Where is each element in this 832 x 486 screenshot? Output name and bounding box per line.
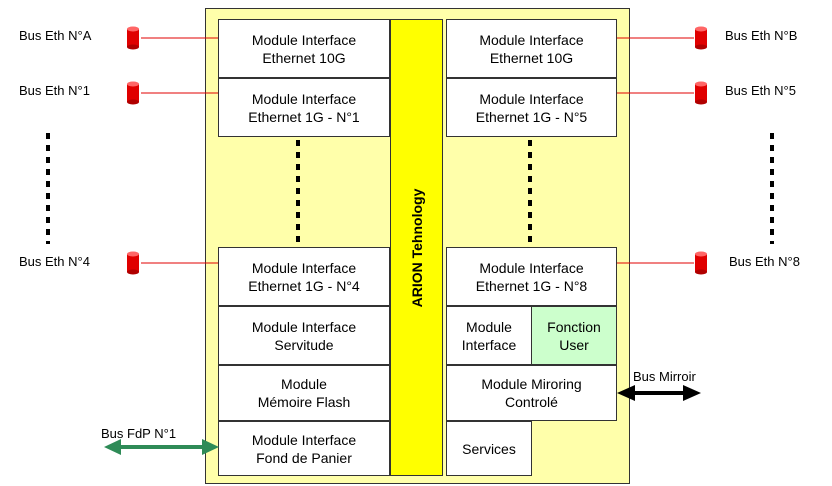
fonction-user: Fonction User [531,306,617,365]
module-services-label: Services [462,440,516,457]
connector-left-4-icon [127,251,139,275]
module-miroring-controle: Module Miroring Controlé [446,365,617,421]
arion-technology-bar: ARION Tehnology [390,19,443,476]
connector-right-b-icon [695,26,707,50]
module-interface: Module Interface [446,306,532,365]
mirror-double-arrow [617,385,701,401]
module-eth10g-right: Module Interface Ethernet 10G [446,19,617,78]
fonction-user-label: Fonction User [547,318,601,353]
module-fond-de-panier: Module Interface Fond de Panier [218,421,390,476]
bus-label-fdp: Bus FdP N°1 [101,426,177,441]
bus-label-eth-b: Bus Eth N°B [725,28,798,43]
module-eth1g-n5: Module Interface Ethernet 1G - N°5 [446,78,617,137]
bus-label-eth-a: Bus Eth N°A [19,28,92,43]
module-interface-label: Module Interface [461,318,517,353]
module-memoire-flash-label: Module Mémoire Flash [257,376,351,410]
connector-right-5-icon [695,81,707,105]
module-eth1g-n8: Module Interface Ethernet 1G - N°8 [446,247,617,306]
bus-label-eth-4: Bus Eth N°4 [19,254,90,269]
bus-label-eth-5: Bus Eth N°5 [725,83,796,98]
module-eth10g-left: Module Interface Ethernet 10G [218,19,390,78]
module-eth10g-left-label: Module Interface Ethernet 10G [251,31,357,66]
module-servitude-label: Module Interface Servitude [251,318,357,353]
module-eth1g-n4: Module Interface Ethernet 1G - N°4 [218,247,390,306]
bus-label-eth-1: Bus Eth N°1 [19,83,90,98]
module-servitude: Module Interface Servitude [218,306,390,365]
module-fond-de-panier-label: Module Interface Fond de Panier [251,431,357,466]
bus-label-eth-8: Bus Eth N°8 [729,254,800,269]
connector-left-a-icon [127,26,139,50]
bus-label-mirror: Bus Mirroir [633,369,696,384]
connector-left-1-icon [127,81,139,105]
fdp-double-arrow [104,439,219,455]
module-eth1g-n5-label: Module Interface Ethernet 1G - N°5 [475,90,588,125]
module-eth1g-n8-label: Module Interface Ethernet 1G - N°8 [475,259,588,294]
module-miroring-controle-label: Module Miroring Controlé [481,376,582,410]
connector-right-8-icon [695,251,707,275]
module-eth1g-n1: Module Interface Ethernet 1G - N°1 [218,78,390,137]
module-memoire-flash: Module Mémoire Flash [218,365,390,421]
module-services: Services [446,421,532,476]
module-eth1g-n4-label: Module Interface Ethernet 1G - N°4 [248,259,360,294]
module-eth1g-n1-label: Module Interface Ethernet 1G - N°1 [248,90,360,125]
module-eth10g-right-label: Module Interface Ethernet 10G [479,31,584,66]
